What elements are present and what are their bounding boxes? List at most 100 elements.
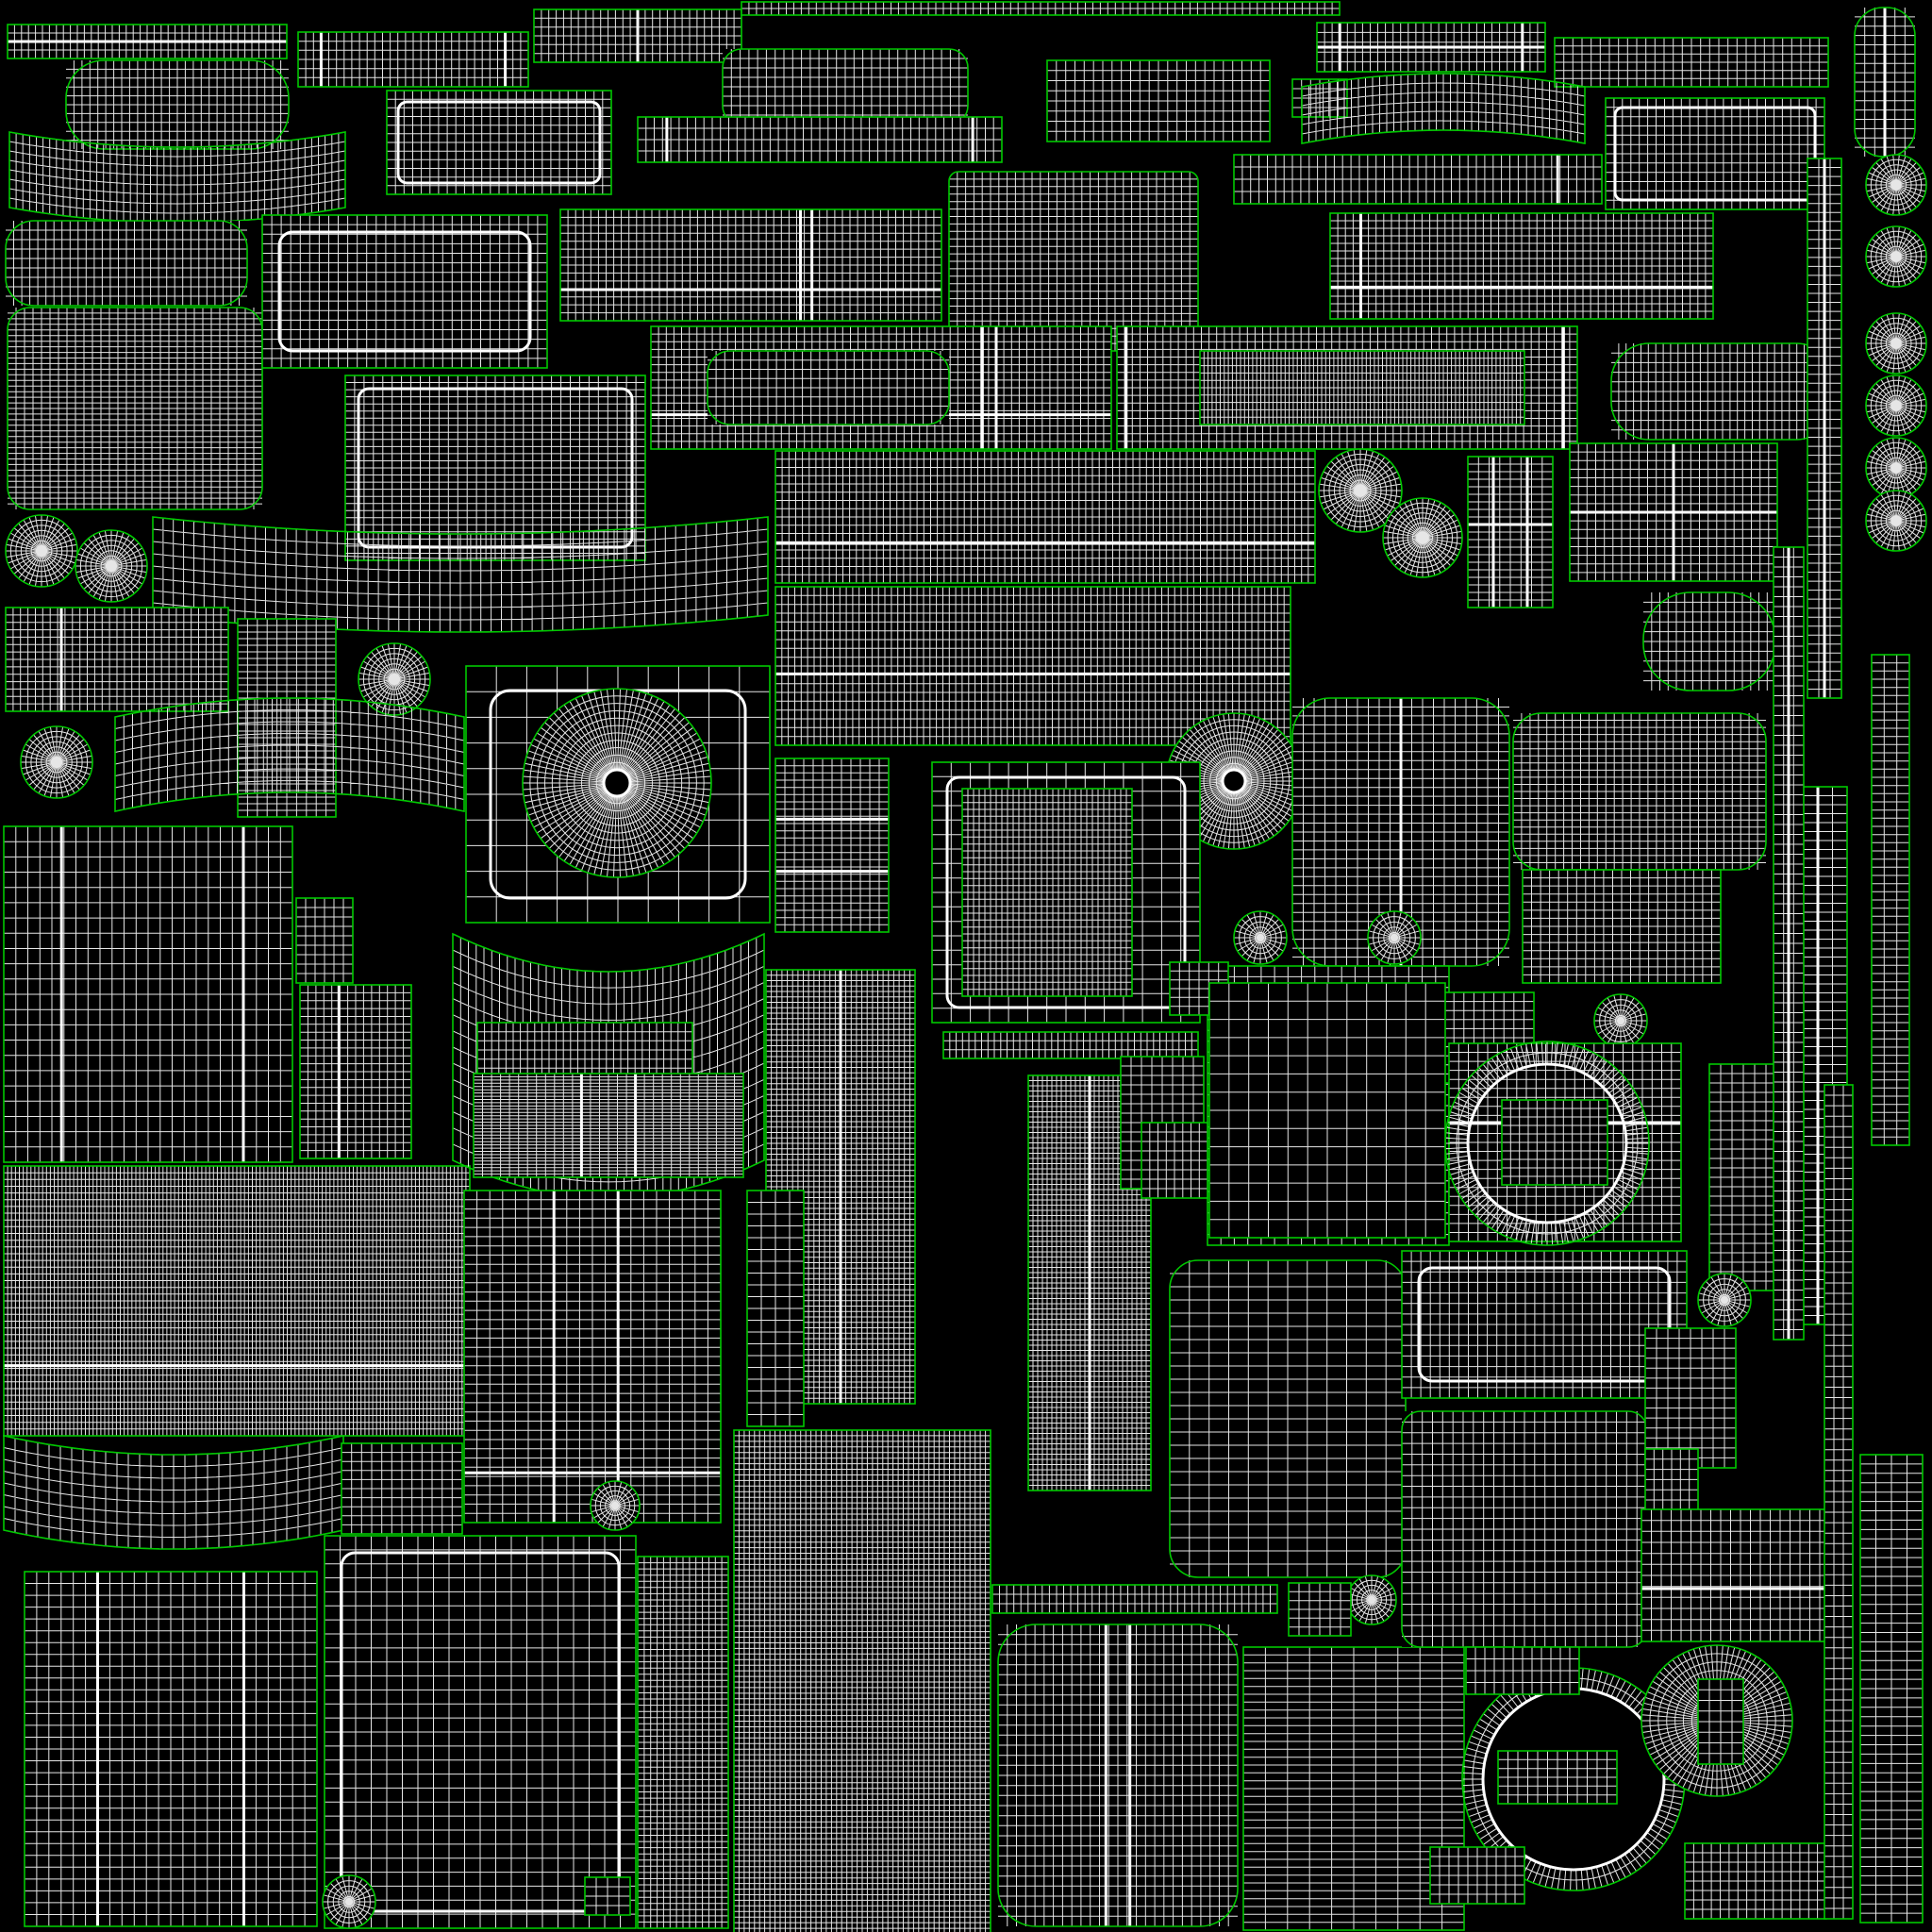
uv-island [1467, 456, 1554, 608]
uv-island-grid [747, 1191, 804, 1426]
uv-disk-spokes [1698, 1274, 1751, 1326]
uv-disk-ring [1875, 323, 1917, 364]
uv-seam [59, 826, 245, 1162]
uv-disk-ring [1407, 522, 1439, 554]
uv-disk-ring [1349, 479, 1372, 502]
uv-island-grid [262, 215, 547, 368]
uv-disk-island [1865, 375, 1927, 437]
uv-disk-ring [544, 710, 690, 856]
uv-island-grid [341, 1443, 462, 1534]
uv-island-border [7, 24, 288, 59]
uv-island [774, 758, 890, 933]
uv-island [1208, 982, 1446, 1239]
uv-disk-ring [1249, 926, 1272, 949]
uv-disk-ring [106, 560, 117, 572]
uv-island [1854, 7, 1916, 158]
uv-island [299, 984, 412, 1159]
uv-island [1497, 1750, 1618, 1805]
uv-disk-spokes [523, 689, 711, 877]
uv-island-grid [387, 91, 611, 194]
uv-island-border [931, 761, 1201, 1024]
uv-island [386, 90, 612, 195]
uv-island-border [997, 1624, 1239, 1927]
uv-island-border [5, 220, 248, 307]
uv-island-border [1554, 37, 1829, 88]
uv-disk-ring [1880, 241, 1912, 273]
uv-island [1807, 158, 1842, 699]
uv-island [1522, 869, 1722, 984]
uv-island [1242, 1646, 1465, 1931]
uv-island-border [1865, 375, 1927, 437]
uv-disk-ring [1890, 462, 1902, 474]
uv-island-border [1865, 490, 1927, 552]
uv-island-grid [998, 1624, 1238, 1926]
uv-island-border [590, 1480, 641, 1531]
uv-island-grid [1860, 1455, 1923, 1923]
uv-disk-spokes [323, 1875, 375, 1928]
uv-disk-ring [1870, 379, 1923, 432]
uv-seam [96, 1572, 245, 1926]
uv-disk-island [1367, 910, 1422, 965]
uv-island [559, 208, 942, 322]
uv-island [746, 1190, 805, 1427]
uv-disk-ring [1387, 502, 1458, 574]
uv-disk-island [1865, 154, 1927, 216]
uv-island [733, 1429, 991, 1932]
uv-island-grid [949, 172, 1198, 351]
uv-island-border [1865, 154, 1927, 216]
uv-island-border [75, 529, 148, 603]
uv-disk-ring [1334, 464, 1387, 517]
uv-island [1644, 1327, 1737, 1469]
uv-island-border [5, 514, 78, 588]
uv-disk-ring [1412, 527, 1433, 548]
uv-disk-ring [1870, 317, 1923, 370]
uv-disk-ring [95, 550, 127, 582]
uv-island [1141, 1122, 1208, 1199]
uv-disk-ring [15, 525, 68, 577]
uv-island-border [465, 665, 771, 924]
uv-island-grid [1498, 1751, 1617, 1804]
uv-disk-spokes [1347, 1575, 1396, 1624]
uv-disk-island [1318, 448, 1403, 533]
uv-island-border [1027, 1074, 1152, 1491]
uv-disk-island [590, 1480, 641, 1531]
uv-seam [1570, 443, 1777, 581]
uv-island-border [463, 1190, 722, 1524]
uv-disk-spokes [21, 726, 92, 798]
uv-disk-ring [1870, 230, 1923, 283]
uv-disk-ring [1880, 390, 1912, 422]
uv-disk-ring [1397, 512, 1448, 563]
uv-island-border [1208, 982, 1446, 1239]
uv-island-border [261, 214, 548, 369]
uv-disk-ring [595, 761, 639, 805]
uv-disk-ring [1880, 327, 1912, 359]
uv-island-grid [1645, 1328, 1736, 1468]
uv-disk-island [1865, 437, 1927, 499]
uv-disk-ring [1649, 1653, 1785, 1789]
uv-island [3, 825, 293, 1163]
uv-island-grid [4, 1166, 470, 1436]
uv-disk-ring [327, 1880, 371, 1924]
uv-island [1554, 37, 1829, 88]
uv-island-border [650, 325, 1112, 450]
uv-disk-ring [1383, 926, 1406, 949]
uv-disk-ring [36, 545, 47, 557]
uv-island-border [1301, 73, 1586, 144]
uv-disk-ring [1609, 1009, 1632, 1032]
uv-island [1824, 1084, 1854, 1920]
uv-island-border [1288, 1582, 1352, 1637]
uv-island [1465, 1646, 1580, 1695]
uv-disk-ring [1377, 921, 1411, 955]
uv-island-grid [1643, 592, 1775, 691]
uv-disk-ring [551, 717, 683, 849]
uv-seam [277, 230, 532, 353]
uv-disk-ring [25, 730, 89, 794]
uv-disk-ring [1388, 931, 1401, 944]
uv-disk-ring [1890, 338, 1902, 349]
uv-island-border [324, 1535, 637, 1929]
uv-island-border [637, 116, 1003, 163]
uv-island [297, 31, 529, 88]
uv-disk-ring [529, 695, 705, 871]
uv-seam [1468, 457, 1553, 608]
uv-island-border [24, 1571, 318, 1927]
